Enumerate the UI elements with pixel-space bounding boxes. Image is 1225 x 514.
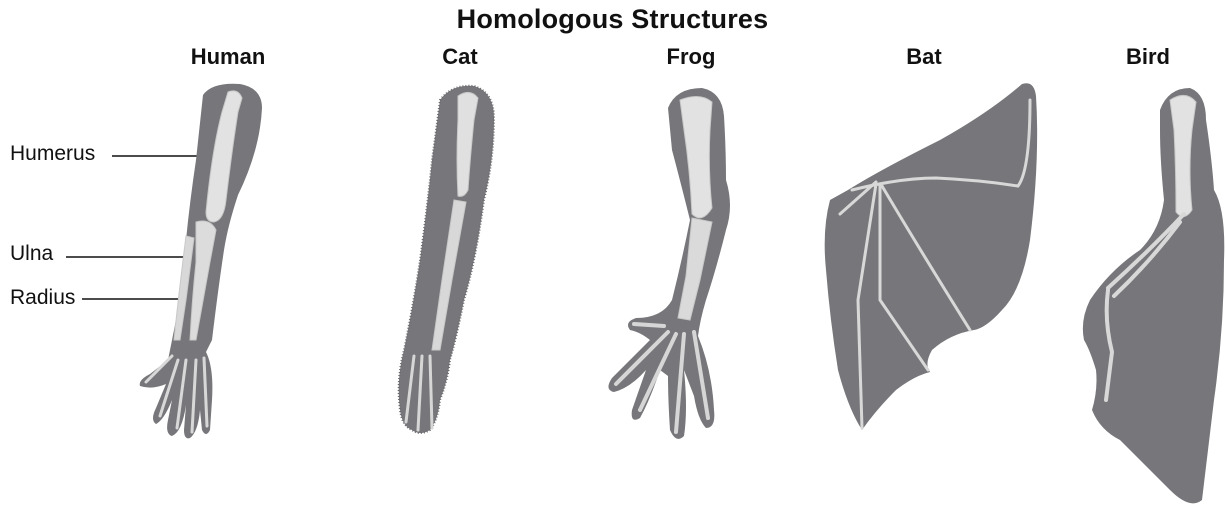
bird-wing [1083, 88, 1224, 503]
human-arm [140, 84, 262, 439]
bat-wing [825, 83, 1037, 430]
frog-leg [608, 88, 730, 439]
cat-leg [399, 86, 494, 433]
